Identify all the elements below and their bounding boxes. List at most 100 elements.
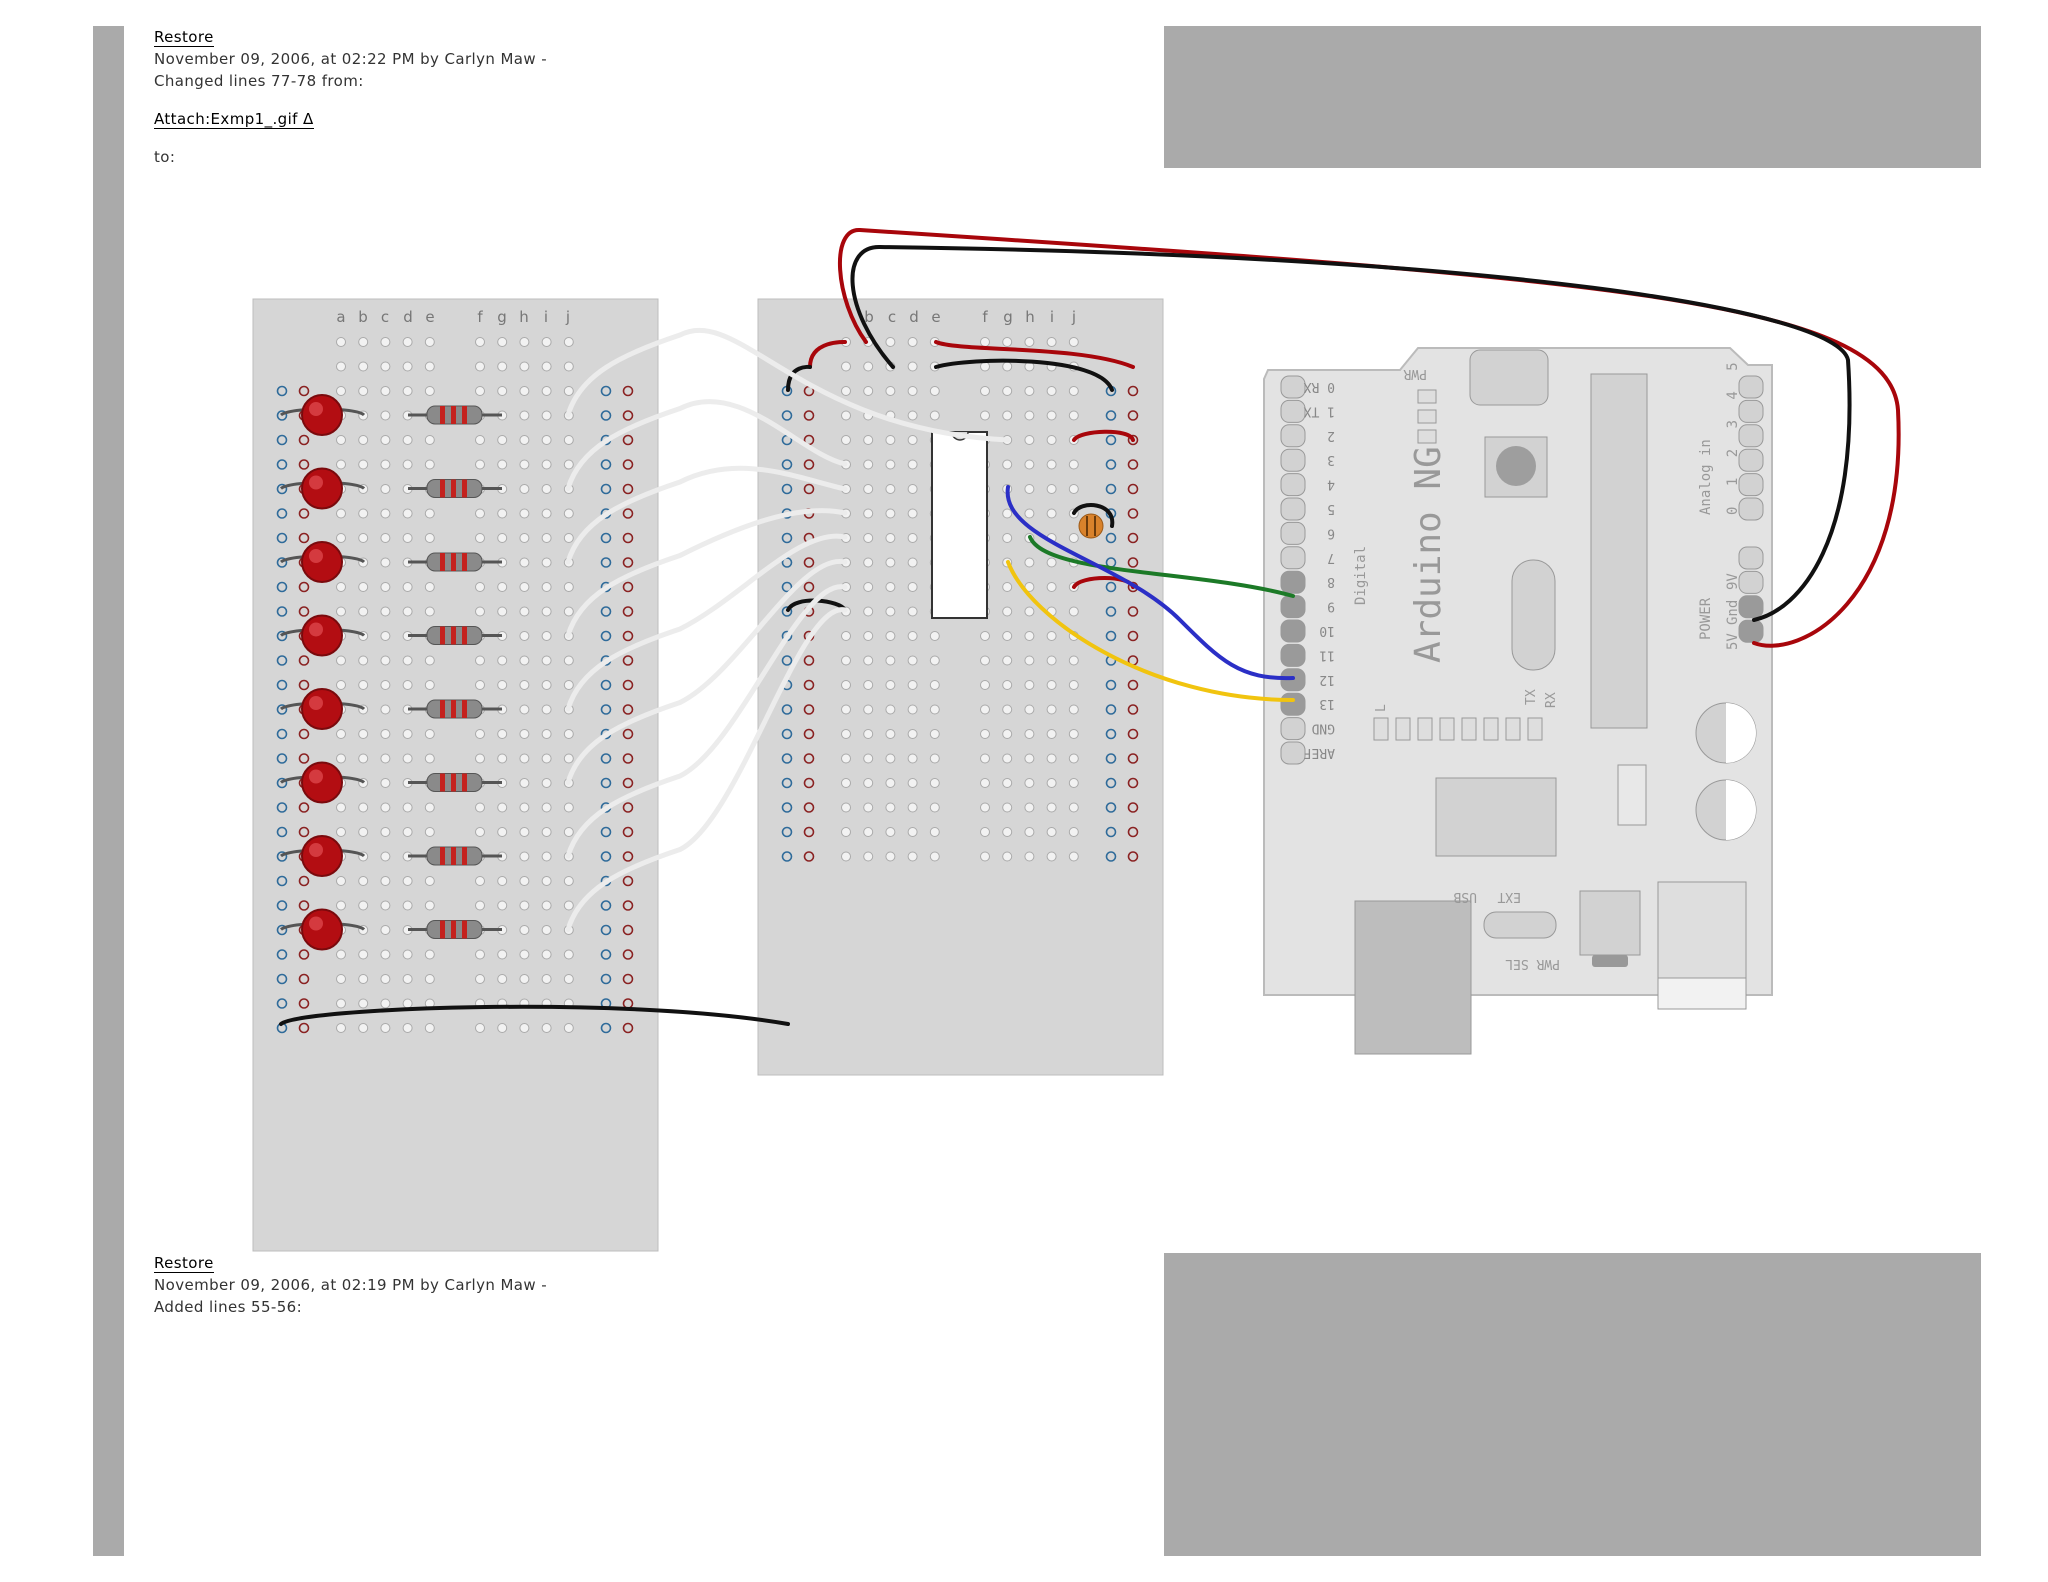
rail-hole [622,606,634,617]
breadboard-hole [563,729,574,739]
breadboard-hole [541,778,552,788]
attachment-link[interactable]: Attach:Exmp1_.gif Δ [154,110,314,129]
wire-white [565,559,848,785]
rail-hole [1105,679,1117,691]
rail-hole [1127,802,1139,813]
rail-hole [600,532,612,544]
breadboard-hole [519,778,530,788]
breadboard-hole [563,435,574,445]
led-highlight [309,402,323,416]
digital-pin-label: 11 [1319,647,1335,662]
rail-hole [781,410,793,421]
breadboard-hole [980,337,990,347]
rail-hole [298,508,310,519]
rail-hole [276,410,288,421]
rail-hole [781,777,793,789]
breadboard-hole [497,386,508,396]
breadboard-hole [563,337,574,347]
breadboard-hole [336,337,346,347]
breadboard-hole [980,361,990,372]
breadboard-hole [336,802,346,813]
breadboard-hole [1046,631,1057,641]
history-entry: Restore November 09, 2006, at 02:19 PM b… [154,1252,547,1318]
rail-hole [622,557,634,568]
usb-jack [1354,900,1472,1055]
breadboard-hole [841,851,851,862]
breadboard-hole [541,925,552,935]
rail-hole [803,459,815,470]
column-label-c: c [381,308,389,326]
digital-pin-label: 2 [1327,428,1335,443]
breadboard-hole [885,851,896,862]
breadboard-hole [424,655,435,666]
wire-red [934,340,1135,369]
led-highlight [309,622,323,637]
rail-hole [1105,851,1117,862]
breadboard-hole [863,435,874,445]
column-label-e: e [931,308,940,326]
breadboard-hole [541,655,552,666]
left-sidebar-bar [93,26,124,1556]
breadboard-hole [1024,606,1035,617]
rail-hole [1105,728,1117,740]
breadboard-hole [863,753,874,764]
breadboard-hole [1068,827,1079,837]
breadboard-hole [519,484,530,494]
rail-hole [276,508,288,519]
rail-hole [622,851,634,862]
wire-white [565,533,848,712]
restore-link[interactable]: Restore [154,1254,214,1273]
resistor-band [462,700,467,718]
wire-white [565,584,848,859]
rail-hole [803,483,815,495]
breadboard-hole [907,655,918,666]
led-label: L [1374,704,1389,712]
breadboard-hole [541,974,552,984]
column-labels: a b c d e f g h i j b c d e f g h i j [336,308,1076,326]
rail-hole [803,728,815,740]
breadboard-hole [1002,508,1013,519]
rail-hole [600,557,612,568]
breadboard-hole [563,680,574,690]
restore-link[interactable]: Restore [154,28,214,47]
rail-hole [781,704,793,715]
breadboard-hole [358,729,369,739]
resistor-band [462,553,467,571]
analog-pin [1738,375,1764,399]
breadboard-hole [336,459,346,470]
rail-hole [600,973,612,985]
rail-hole [1127,679,1139,691]
rail-hole [276,532,288,544]
digital-pin [1280,546,1306,570]
breadboard-hole [907,386,918,396]
digital-pin-label: 1 TX [1304,403,1335,418]
breadboard-hole [519,753,530,764]
breadboard-hole [885,459,896,470]
breadboard-hole [863,484,874,494]
breadboard-hole [980,753,990,764]
rail-hole [803,802,815,813]
breadboard-hole [424,508,435,519]
wire-white [565,465,848,565]
wire-white [565,327,1011,443]
breadboard-hole [980,778,990,788]
atmega-chip [1590,373,1648,729]
capacitor-electrolytic-stripe [1726,703,1756,763]
breadboard-hole [841,680,851,690]
rail-hole [1127,459,1139,470]
breadboard-hole [1002,655,1013,666]
breadboard-hole [563,753,574,764]
breadboard-hole [475,876,485,886]
rail-hole [298,385,310,397]
breadboard-hole [402,1023,413,1033]
rail-hole [622,459,634,470]
breadboard-hole [1002,851,1013,862]
top-right-placeholder [1164,26,1981,168]
breadboard-hole [402,998,413,1009]
breadboard-hole [1024,655,1035,666]
breadboard-hole [380,557,391,568]
rail-hole [781,459,793,470]
led-highlight [309,916,323,931]
breadboard-hole [563,1023,574,1033]
